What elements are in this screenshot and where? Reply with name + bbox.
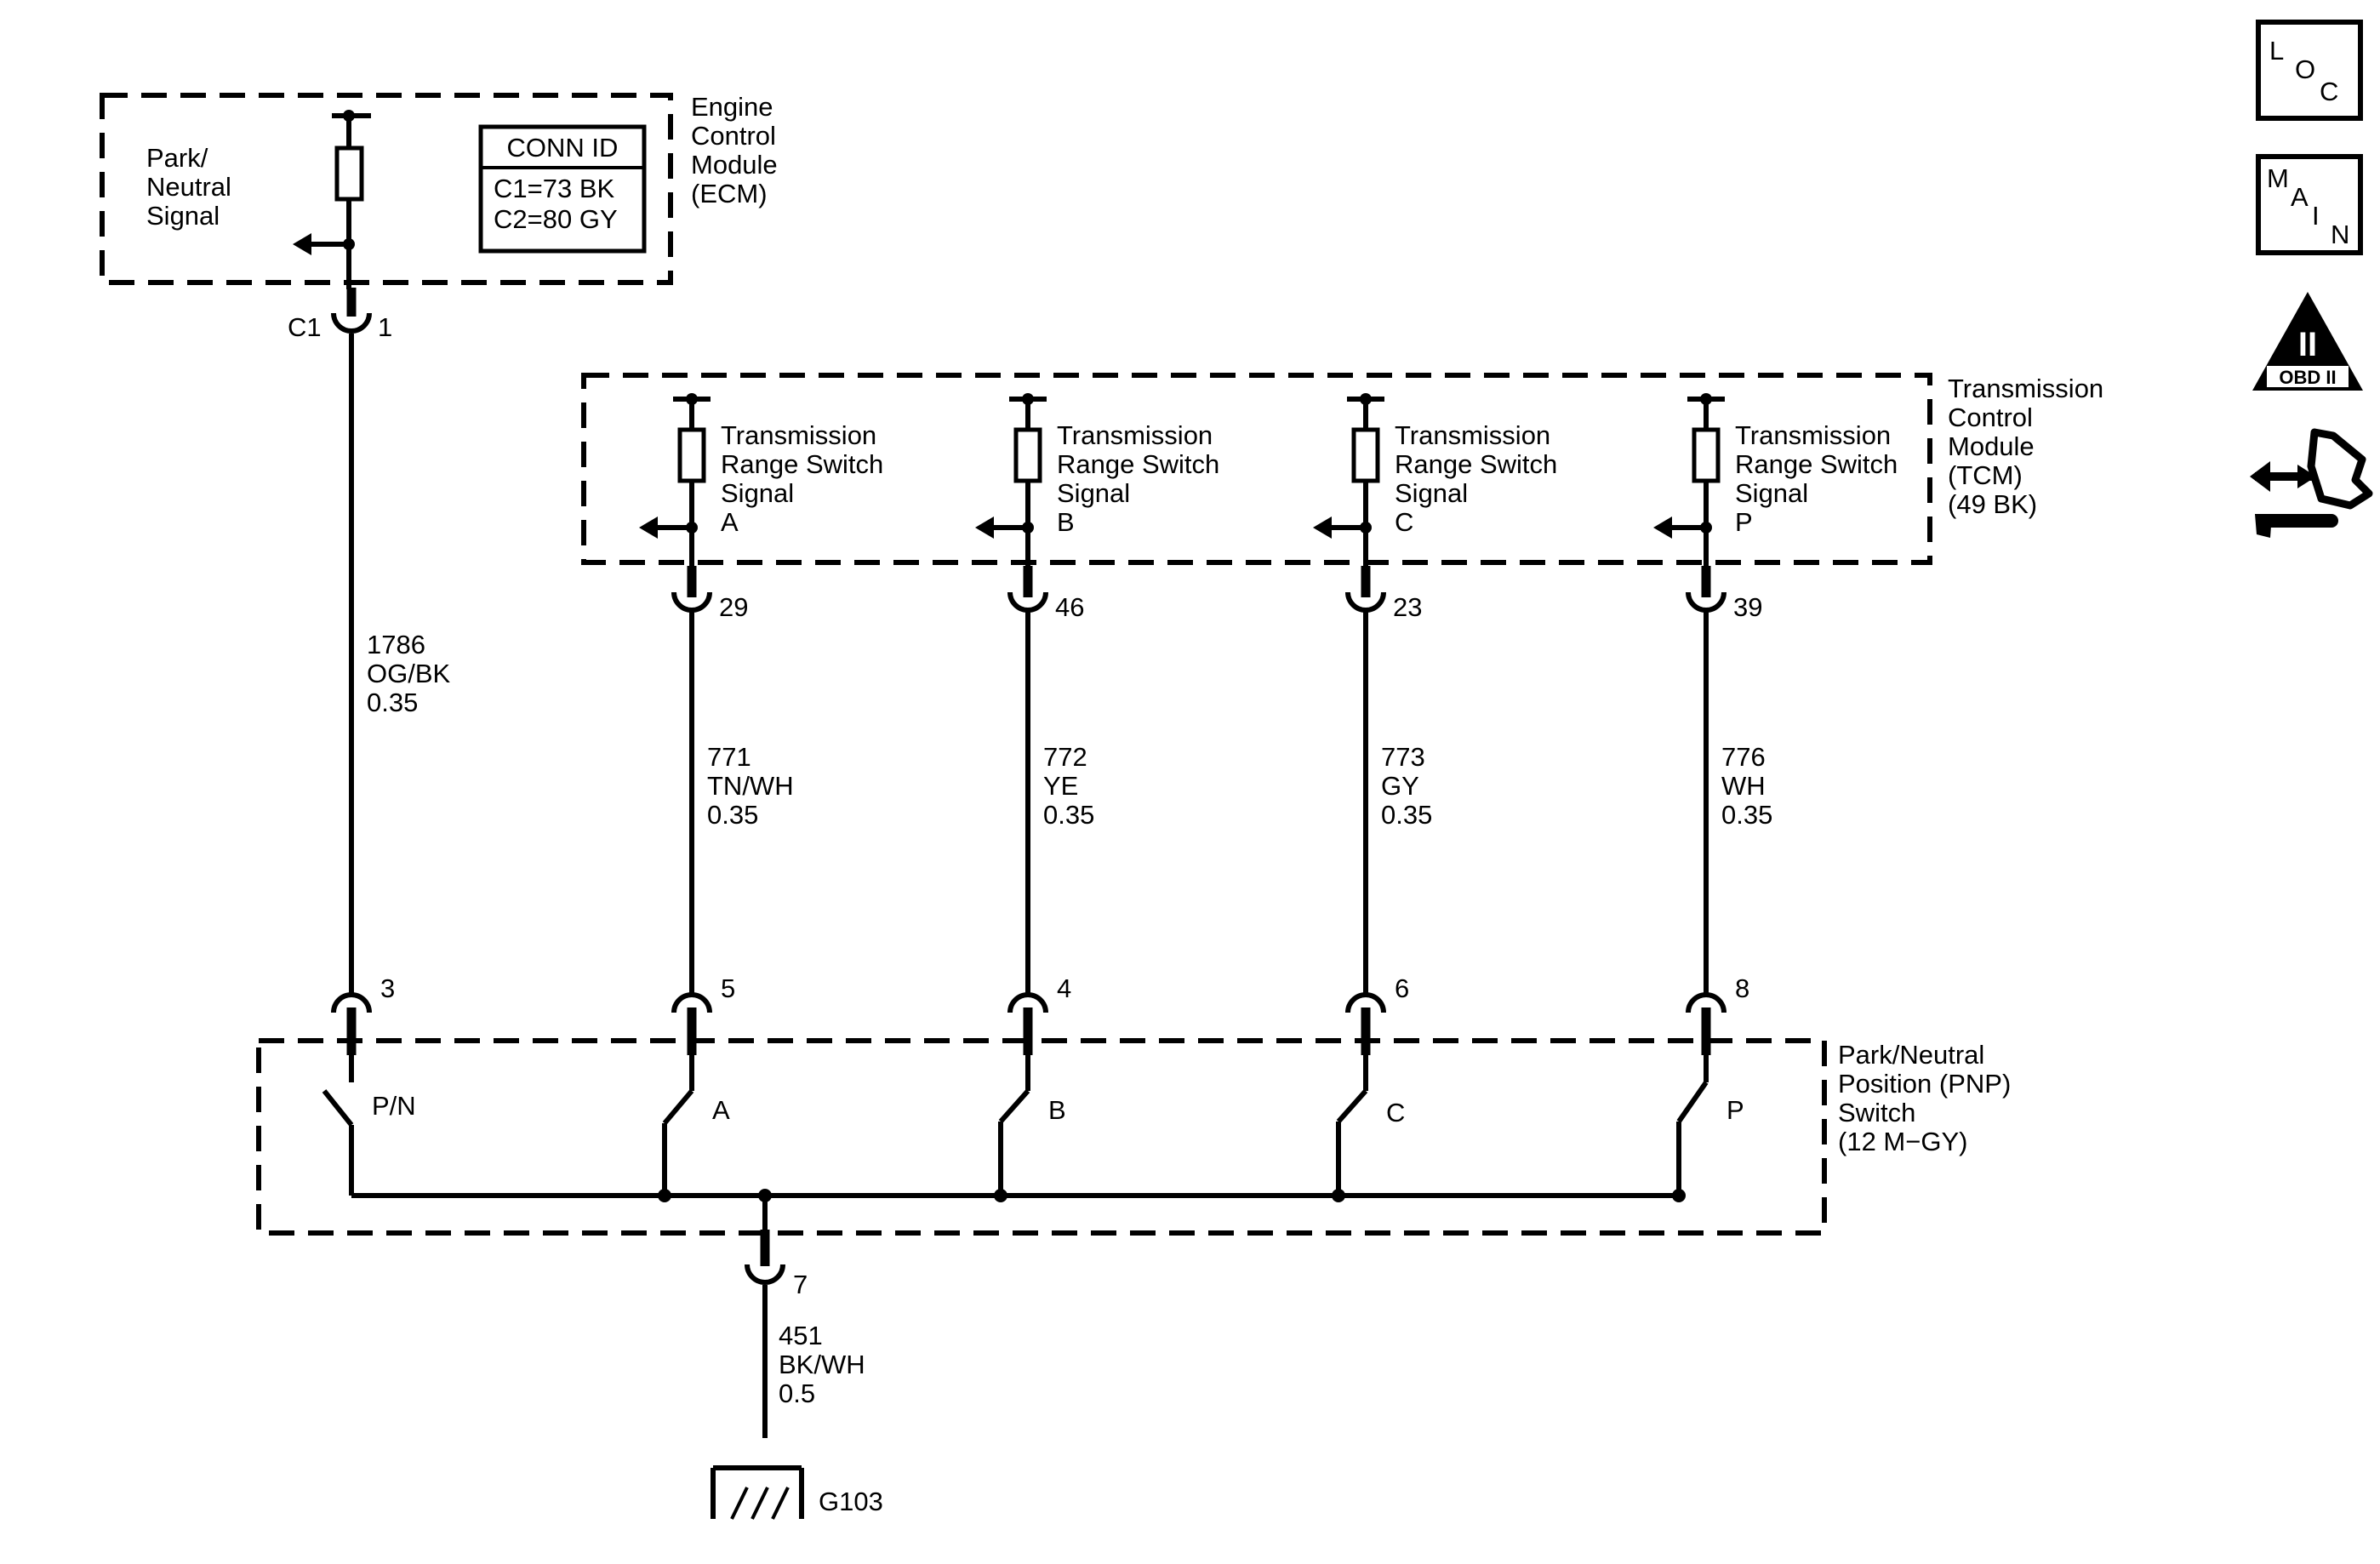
pnp-contact: 5A [658,973,735,1202]
connector-tool-icon[interactable] [2250,428,2373,538]
pnp-connector-pin: 4 [1057,973,1071,1003]
svg-text:N: N [2331,220,2349,249]
svg-text:I: I [2312,201,2320,231]
obd-ii-icon[interactable]: II OBD II [2252,292,2363,391]
ground-symbol-icon [711,1465,804,1520]
ground-wire-label: 451 BK/WH 0.5 [779,1321,872,1408]
ecm-connector-c1: C1 1 [288,288,392,342]
conn-id-box: CONN ID C1=73 BK C2=80 GY [478,124,647,254]
svg-text:L: L [2269,36,2284,66]
ecm-module: Park/ Neutral Signal CONN ID C1=73 BK C2… [100,92,785,289]
svg-text:II: II [2298,326,2317,363]
svg-text:M: M [2267,163,2289,193]
tcm-module: Transmission Control Module (TCM) (49 BK… [581,373,2111,565]
pnp-connector-pin: 5 [721,973,735,1003]
pnp-connector-pin: 6 [1395,973,1409,1003]
svg-text:C: C [2320,77,2338,106]
pnp-connector-pin: 3 [380,973,395,1003]
ecm-name-label: Engine Control Module (ECM) [691,92,785,208]
svg-text:O: O [2295,54,2315,84]
pnp-switch: Park/Neutral Position (PNP) Switch (12 M… [256,1038,2018,1236]
ecm-connector-pin: 1 [378,312,392,342]
main-icon[interactable]: M A I N [2256,154,2363,255]
ecm-signal-label: Park/ Neutral Signal [146,143,239,231]
conn-id-c1: C1=73 BK [494,174,615,203]
conn-id-title: CONN ID [507,133,619,163]
tcm-connector-pin: 29 [719,592,748,622]
pnp-name-label: Park/Neutral Position (PNP) Switch (12 M… [1838,1040,2018,1156]
pnp-contact: 3P/N [322,973,416,1196]
conn-id-c2: C2=80 GY [494,204,618,234]
pnp-switch-label: C [1386,1098,1405,1127]
ground-label: G103 [819,1487,883,1516]
pnp-contact: 4B [994,973,1071,1202]
tcm-connector-pin: 23 [1393,592,1422,622]
svg-text:A: A [2291,182,2309,212]
ground-connector-pin: 7 [793,1270,808,1299]
ecm-connector-label: C1 [288,312,322,342]
pnp-switch-label: P/N [372,1091,416,1121]
pnp-switch-label: A [712,1095,730,1125]
tcm-connector-pin: 46 [1055,592,1084,622]
pnp-contact: 8P [1672,973,1749,1202]
svg-text:OBD II: OBD II [2279,367,2336,388]
loc-icon[interactable]: L O C [2256,20,2363,121]
tcm-connector-pin: 39 [1733,592,1762,622]
tcm-name-label: Transmission Control Module (TCM) (49 BK… [1948,374,2111,519]
pnp-switch-label: P [1726,1095,1744,1125]
pnp-contact: 6C [1332,973,1409,1202]
pnp-connector-pin: 8 [1735,973,1749,1003]
ground-circuit: 7 451 BK/WH 0.5 G103 [711,1189,883,1520]
pnp-switch-label: B [1048,1095,1066,1125]
